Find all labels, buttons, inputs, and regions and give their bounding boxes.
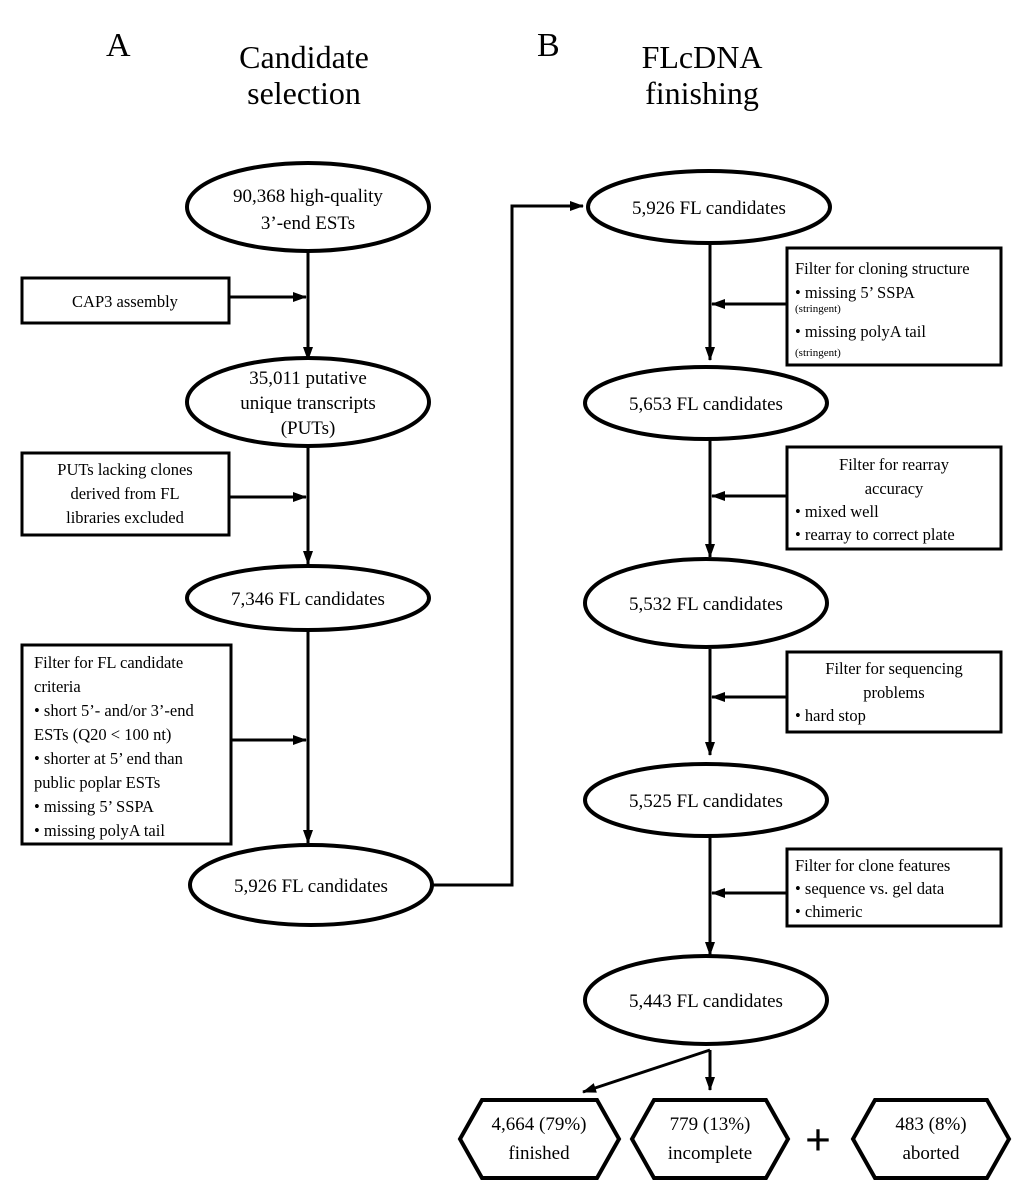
outcome-aborted-line1: 483 (8%): [895, 1114, 966, 1135]
filter-fl-criteria-line8: • missing polyA tail: [34, 821, 165, 840]
panel-title-b-line2: finishing: [645, 75, 759, 111]
node-fl5443: 5,443 FL candidates: [583, 954, 829, 1046]
filter-cap3: CAP3 assembly: [20, 276, 231, 325]
node-fl5532: 5,532 FL candidates: [583, 557, 829, 649]
panel-header-b: B FLcDNA finishing: [537, 27, 762, 111]
filter-puts-lacking: PUTs lacking clones derived from FL libr…: [20, 451, 231, 537]
filter-clone-features-line1: Filter for clone features: [795, 856, 950, 875]
filter-fl-criteria-line4: ESTs (Q20 < 100 nt): [34, 725, 171, 744]
node-fl5525: 5,525 FL candidates: [583, 762, 829, 838]
node-puts-line3: (PUTs): [281, 418, 336, 439]
filter-fl-criteria-line2: criteria: [34, 677, 81, 696]
filter-cloning-line3: (stringent): [795, 303, 841, 315]
filter-puts-lacking-line3: libraries excluded: [66, 508, 184, 527]
filter-clone-features-line3: • chimeric: [795, 902, 863, 921]
outcome-incomplete-line2: incomplete: [668, 1143, 752, 1164]
outcome-finished-line1: 4,664 (79%): [492, 1114, 587, 1135]
filter-sequencing-problems: Filter for sequencing problems • hard st…: [785, 650, 1003, 734]
node-fl5926b: 5,926 FL candidates: [586, 169, 832, 245]
node-fl5525-label: 5,525 FL candidates: [629, 791, 783, 812]
filter-cloning-line2: • missing 5’ SSPA: [795, 283, 915, 302]
filter-cloning-line5: (stringent): [795, 347, 841, 359]
node-ests: 90,368 high-quality 3’-end ESTs: [185, 161, 431, 253]
node-fl5532-label: 5,532 FL candidates: [629, 594, 783, 615]
outcome-aborted: 483 (8%) aborted: [850, 1098, 1012, 1180]
node-puts-line1: 35,011 putative: [249, 368, 367, 389]
filter-fl-criteria-line5: • shorter at 5’ end than: [34, 749, 183, 768]
node-fl5653-label: 5,653 FL candidates: [629, 394, 783, 415]
panel-title-a-line1: Candidate: [239, 39, 369, 75]
filter-fl-criteria-line1: Filter for FL candidate: [34, 653, 183, 672]
filter-rearray-line4: • rearray to correct plate: [795, 525, 955, 544]
node-ests-line1: 90,368 high-quality: [233, 186, 383, 207]
node-fl5926a: 5,926 FL candidates: [188, 843, 434, 927]
filter-cloning-line4: • missing polyA tail: [795, 322, 926, 341]
node-fl5926b-label: 5,926 FL candidates: [632, 198, 786, 219]
node-fl7346: 7,346 FL candidates: [185, 564, 431, 632]
filter-cap3-line1: CAP3 assembly: [72, 292, 179, 311]
node-fl5443-label: 5,443 FL candidates: [629, 991, 783, 1012]
filter-rearray-accuracy: Filter for rearray accuracy • mixed well…: [785, 445, 1003, 551]
node-fl5653: 5,653 FL candidates: [583, 365, 829, 441]
arrow-to-finished: [582, 1048, 711, 1094]
connectors: [229, 201, 787, 1094]
filter-clone-features-line2: • sequence vs. gel data: [795, 879, 945, 898]
outcome-incomplete-line1: 779 (13%): [670, 1114, 751, 1135]
filter-puts-lacking-line2: derived from FL: [70, 484, 179, 503]
node-ests-line2: 3’-end ESTs: [261, 213, 355, 234]
filter-fl-criteria-line3: • short 5’- and/or 3’-end: [34, 701, 194, 720]
panel-letter-b: B: [537, 27, 560, 64]
panel-letter-a: A: [106, 27, 131, 64]
filter-rearray-line1: Filter for rearray: [839, 455, 950, 474]
outcome-finished-line2: finished: [508, 1143, 570, 1164]
filter-clone-features: Filter for clone features • sequence vs.…: [785, 847, 1003, 928]
filter-rearray-line2: accuracy: [865, 479, 924, 498]
panel-title-a-line2: selection: [247, 75, 361, 111]
node-fl7346-label: 7,346 FL candidates: [231, 589, 385, 610]
node-puts-line2: unique transcripts: [240, 393, 376, 414]
node-fl5926a-label: 5,926 FL candidates: [234, 876, 388, 897]
panel-title-b-line1: FLcDNA: [642, 39, 763, 75]
plus-sign: +: [805, 1114, 831, 1165]
filter-sequencing-line2: problems: [863, 683, 924, 702]
filter-fl-criteria-line7: • missing 5’ SSPA: [34, 797, 154, 816]
filter-rearray-line3: • mixed well: [795, 502, 879, 521]
filter-fl-criteria: Filter for FL candidate criteria • short…: [20, 643, 233, 846]
arrow-left-to-right-bridge: [432, 201, 584, 887]
filter-sequencing-line3: • hard stop: [795, 706, 866, 725]
filter-cloning-line1: Filter for cloning structure: [795, 259, 970, 278]
filter-fl-criteria-line6: public poplar ESTs: [34, 773, 160, 792]
filter-puts-lacking-line1: PUTs lacking clones: [57, 460, 192, 479]
filter-cloning-structure: Filter for cloning structure • missing 5…: [785, 246, 1003, 367]
outcome-incomplete: 779 (13%) incomplete: [629, 1098, 791, 1180]
panel-header-a: A Candidate selection: [106, 27, 369, 111]
outcome-aborted-line2: aborted: [903, 1143, 960, 1164]
outcome-finished: 4,664 (79%) finished: [457, 1098, 622, 1180]
filter-sequencing-line1: Filter for sequencing: [825, 659, 962, 678]
node-puts: 35,011 putative unique transcripts (PUTs…: [185, 356, 431, 448]
